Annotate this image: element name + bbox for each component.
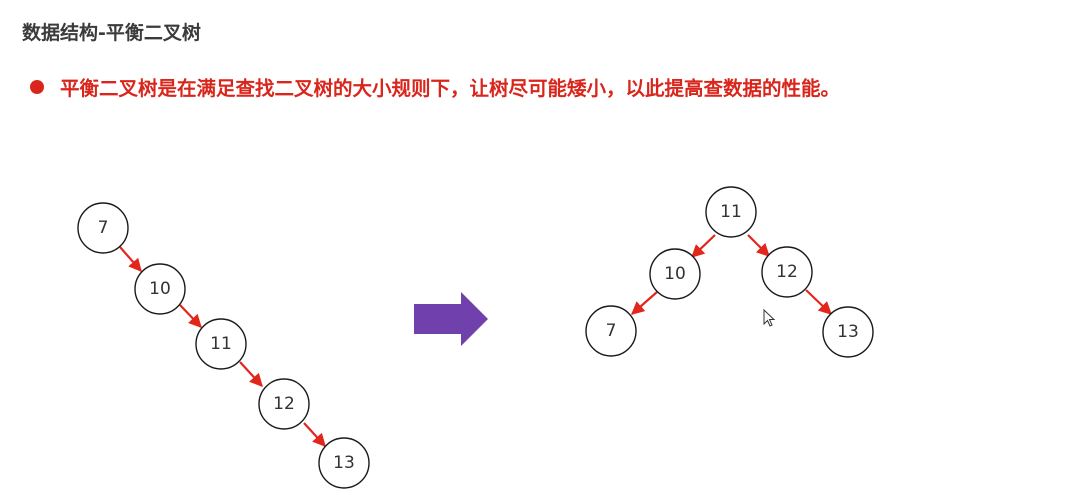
edge-7-10: [119, 246, 142, 272]
mouse-cursor-icon: [763, 308, 776, 327]
edge-12-13: [303, 422, 326, 447]
bullet-dot-icon: [30, 79, 44, 94]
tree-node: 13: [822, 306, 874, 358]
node-label: 12: [273, 394, 295, 414]
balanced-tree: 11 10 12 7 13: [585, 186, 874, 358]
node-label: 11: [210, 334, 232, 354]
tree-node: 13: [318, 437, 370, 489]
node-label: 10: [664, 264, 686, 284]
bullet-text: 平衡二叉树是在满足查找二叉树的大小规则下，让树尽可能矮小，以此提高查数据的性能。: [60, 77, 841, 100]
tree-node: 7: [77, 202, 129, 254]
transform-arrow-icon: [414, 292, 488, 346]
edge-11-12: [239, 361, 263, 387]
tree-node: 11: [195, 318, 247, 370]
tree-node: 12: [258, 378, 310, 430]
tree-node: 12: [761, 246, 813, 298]
edge-10-11: [179, 304, 202, 328]
node-label: 13: [837, 322, 859, 342]
node-label: 7: [98, 218, 109, 238]
node-label: 11: [720, 202, 742, 222]
edge-12-13: [805, 289, 832, 315]
tree-node: 7: [585, 305, 637, 357]
node-label: 12: [776, 262, 798, 282]
tree-node: 10: [134, 263, 186, 315]
unbalanced-tree: 7 10 11 12 13: [77, 202, 370, 489]
node-label: 7: [606, 321, 617, 341]
page-title: 数据结构-平衡二叉树: [22, 22, 201, 44]
bullet-point: 平衡二叉树是在满足查找二叉树的大小规则下，让树尽可能矮小，以此提高查数据的性能。: [30, 72, 840, 101]
tree-node: 10: [649, 248, 701, 300]
node-label: 13: [333, 453, 355, 473]
edge-10-7: [631, 291, 658, 315]
tree-node: 11: [705, 186, 757, 238]
edge-11-12: [747, 234, 770, 257]
edge-11-10: [691, 234, 716, 258]
node-label: 10: [149, 279, 171, 299]
